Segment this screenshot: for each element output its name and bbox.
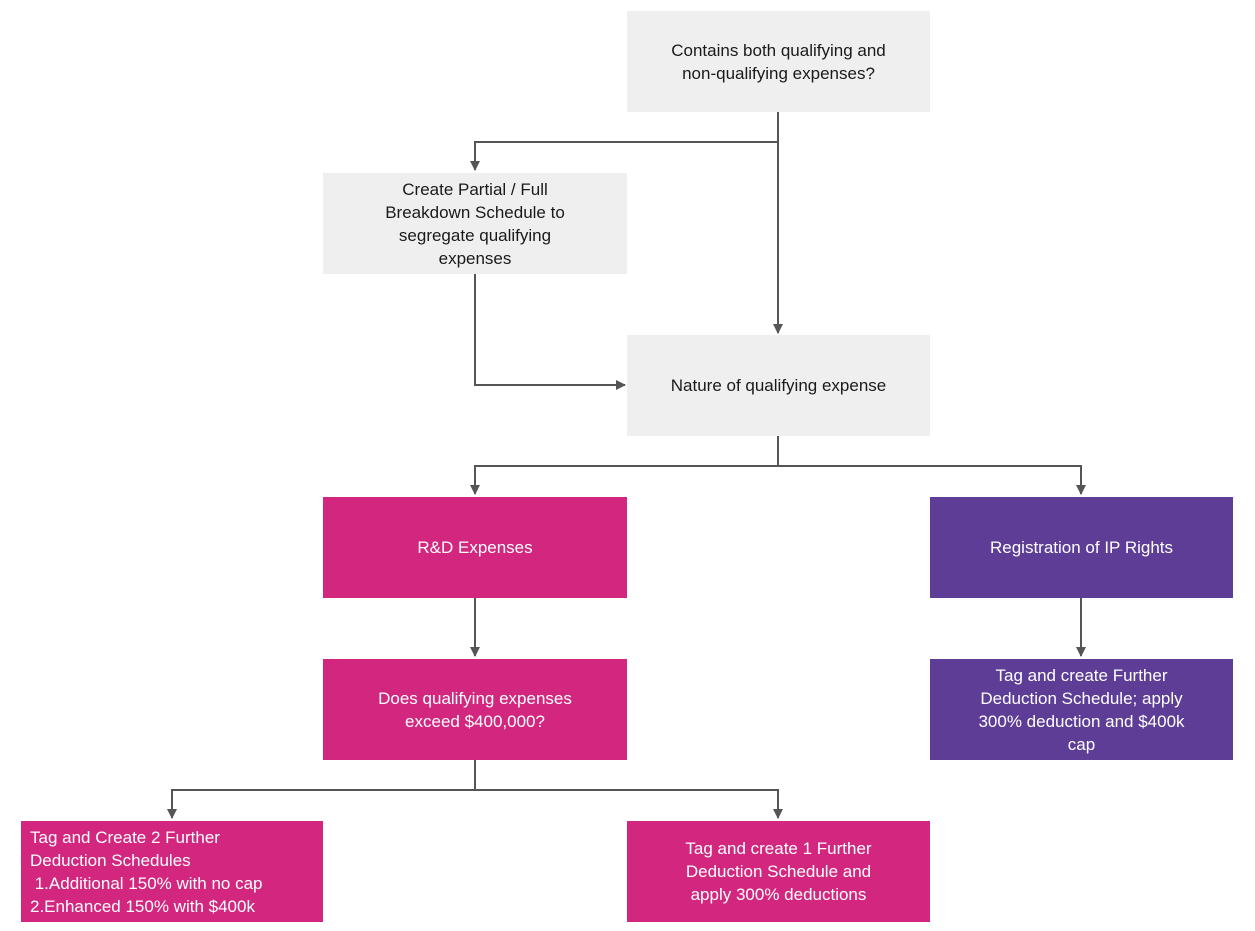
node-text-line: Deduction Schedule and: [685, 862, 872, 881]
node-text-line: segregate qualifying: [398, 225, 552, 245]
rd-expenses-node: R&D Expenses: [323, 497, 627, 598]
ip-registration-node: Registration of IP Rights: [930, 497, 1233, 598]
one-schedule-node: Tag and create 1 Further Deduction Sched…: [627, 821, 930, 922]
breakdown-schedule-node: Create Partial / Full Breakdown Schedule…: [323, 173, 627, 274]
arrow-nature-to-ip: [778, 465, 1086, 495]
node-text-line: apply 300% deductions: [690, 885, 867, 904]
mixed-expenses-question-node: Contains both qualifying and non-qualify…: [627, 11, 930, 112]
node-text-line: exceed $400,000?: [405, 711, 545, 731]
node-text-line: Breakdown Schedule to: [385, 202, 565, 222]
node-text-line: Tag and create 1 Further: [685, 839, 872, 858]
node-text-line: Deduction Schedule; apply: [980, 688, 1183, 708]
node-text-line: Nature of qualifying expense: [670, 376, 887, 395]
arrow-breakdown-to-nature: [474, 274, 626, 390]
node-text-line: non-qualifying expenses?: [682, 63, 875, 83]
node-text-line: 300% deduction and $400k: [978, 711, 1185, 731]
node-text-line: R&D Expenses: [417, 538, 533, 557]
ip-further-deduction-node: Tag and create Further Deduction Schedul…: [930, 659, 1233, 760]
node-text-line: Create Partial / Full: [402, 179, 548, 199]
node-text-line: Tag and create Further: [995, 665, 1168, 685]
nature-of-expense-node: Nature of qualifying expense: [627, 335, 930, 436]
arrow-threshold-to-one-schedule: [475, 789, 783, 819]
two-schedules-node: Tag and Create 2 Further Deduction Sched…: [21, 821, 323, 922]
node-text-line: Does qualifying expenses: [378, 688, 572, 708]
node-text-line: 1.Additional 150% with no cap: [30, 873, 263, 893]
node-text-line: 2.Enhanced 150% with $400k: [30, 896, 255, 916]
node-text-line: Tag and Create 2 Further: [30, 827, 220, 847]
arrow-nature-to-rd: [470, 436, 779, 495]
node-text-line: Deduction Schedules: [30, 850, 191, 870]
node-text-line: expenses: [438, 248, 512, 268]
node-text-line: cap: [1067, 734, 1096, 754]
arrow-threshold-to-two-schedules: [167, 760, 476, 819]
node-text-line: Contains both qualifying and: [671, 40, 886, 60]
arrow-question-to-breakdown: [470, 112, 779, 171]
node-text-line: Registration of IP Rights: [990, 538, 1173, 557]
exceed-threshold-question-node: Does qualifying expenses exceed $400,000…: [323, 659, 627, 760]
